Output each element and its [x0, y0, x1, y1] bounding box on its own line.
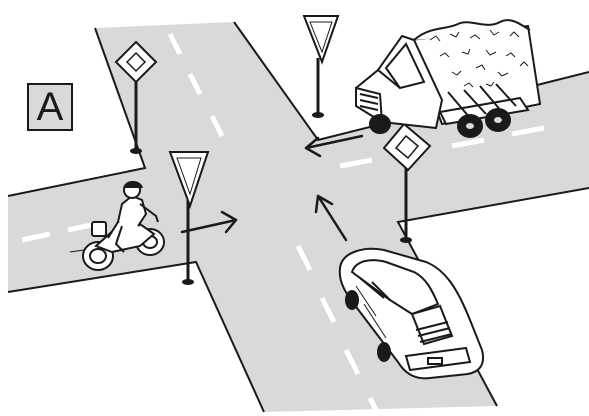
priority-road-sign-top-left: [114, 40, 158, 154]
motorcycle-with-rider: [69, 181, 165, 271]
priority-road-sign-right: [382, 122, 432, 243]
yield-sign-top: [302, 15, 340, 118]
yield-sign-left: [168, 151, 210, 285]
arrow-truck-left: [304, 134, 364, 158]
arrow-car-up: [314, 194, 348, 242]
lane-markings: [21, 32, 545, 412]
scenario-label: A: [36, 85, 64, 129]
arrow-motorcycle-right: [180, 210, 238, 234]
dump-truck: [355, 19, 542, 138]
direction-arrows: [180, 134, 364, 242]
scenario-label-box: A: [27, 83, 73, 131]
car: [338, 247, 484, 380]
